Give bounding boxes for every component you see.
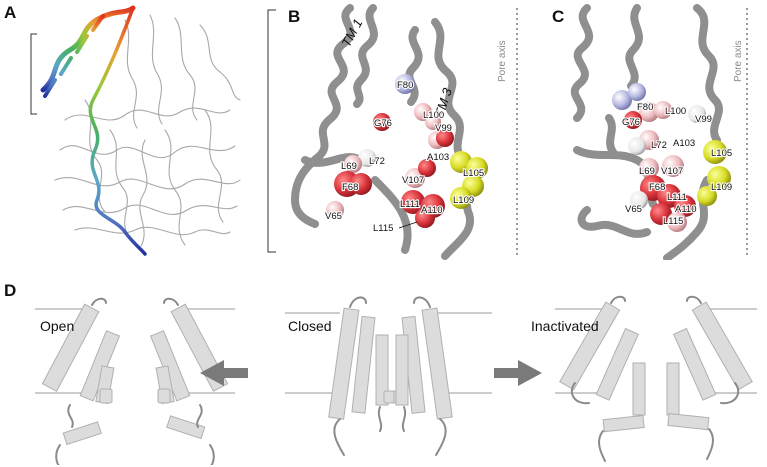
panel-c-detail: F80 L100 G76 V99 L72 A103 L105 L69 V107 …: [570, 4, 748, 260]
residue-label: L69: [341, 161, 357, 172]
state-label-open: Open: [40, 318, 75, 334]
left-loops: [55, 297, 107, 465]
residue-label: A110: [675, 204, 696, 215]
panel-a-structure: [30, 5, 241, 256]
residue-label: G76: [374, 118, 392, 129]
panel-letter-c: C: [552, 7, 565, 26]
rainbow-ribbon-chain: [40, 5, 147, 256]
closed-state-schematic: [285, 296, 492, 456]
left-subunit: [41, 303, 121, 446]
panel-b-detail: TM 1 TM 3 F80 G76 L100 V99 L72 A103 L69 …: [267, 4, 518, 260]
residue-label: F68: [649, 182, 665, 193]
residue-labels: F80 G76 L100 V99 L72 A103 L69 F68 V107 L…: [324, 79, 485, 235]
residue-label: F80: [397, 80, 413, 91]
pore-axis-label-b: Pore axis: [497, 40, 508, 82]
residue-label: L105: [463, 168, 484, 179]
residue-label: L109: [711, 182, 732, 193]
residue-label: L100: [665, 106, 686, 117]
residue-label: V99: [695, 114, 712, 125]
residue-label: L111: [400, 199, 420, 210]
state-label-closed: Closed: [288, 318, 332, 334]
right-subunit: [666, 301, 753, 431]
residue-label: V65: [325, 211, 342, 222]
loops: [333, 296, 447, 456]
loops: [570, 295, 740, 462]
left-subunit: [328, 307, 401, 420]
residue-label: V107: [402, 175, 424, 186]
pore-axis-label-c: Pore axis: [733, 40, 744, 82]
inactivated-state-schematic: [555, 295, 757, 462]
arrow-to-inactivated: [494, 360, 542, 386]
residue-label: F68: [342, 182, 358, 193]
residue-label: L69: [639, 166, 655, 177]
residue-label: L111: [667, 192, 687, 203]
residue-label: V99: [435, 123, 452, 134]
panel-a-bracket: [30, 33, 37, 115]
residue-label: L100: [423, 110, 444, 121]
residue-label: L109: [453, 195, 474, 206]
residue-label: L115: [373, 223, 393, 234]
residue-spheres-c: [612, 83, 731, 232]
panel-letter-a: A: [4, 3, 17, 22]
residue-labels-c: F80 L100 G76 V99 L72 A103 L105 L69 V107 …: [621, 101, 733, 228]
residue-label: A110: [421, 205, 442, 216]
residue-label: G76: [622, 117, 640, 128]
residue-label: A103: [673, 138, 695, 149]
right-subunit: [383, 307, 453, 420]
residue-label: A103: [427, 152, 449, 163]
residue-spheres: [326, 74, 488, 228]
residue-label: L115: [663, 216, 683, 227]
right-loops: [163, 297, 215, 465]
residue-label: F80: [637, 102, 653, 113]
l115-leader: [398, 221, 418, 229]
panel-letter-b: B: [288, 7, 301, 26]
panel-letter-d: D: [4, 281, 17, 300]
grey-ribbon-scaffold: [54, 14, 241, 247]
arrow-to-open: [200, 360, 248, 386]
residue-label: L105: [711, 148, 732, 159]
state-label-inactivated: Inactivated: [531, 318, 599, 334]
helix-tubes: [290, 4, 475, 260]
residue-label: L72: [651, 140, 667, 151]
residue-label: V65: [625, 204, 642, 215]
panel-b-bracket: [267, 9, 276, 253]
residue-label: L72: [369, 156, 385, 167]
residue-label: V107: [661, 166, 683, 177]
left-subunit: [559, 301, 646, 433]
